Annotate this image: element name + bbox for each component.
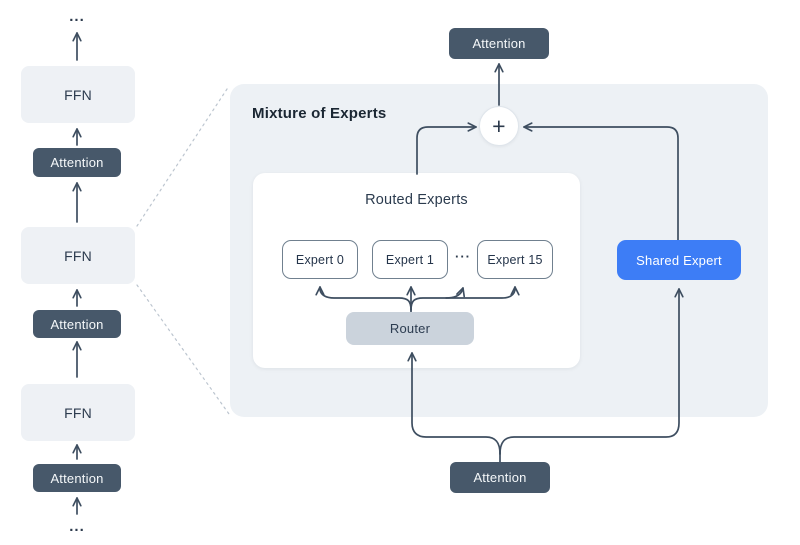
experts-ellipsis: ··· — [455, 249, 471, 264]
arrow-shared-to-plus — [523, 122, 679, 242]
stack-ellipsis-bottom: ... — [69, 518, 85, 535]
stack-ellipsis-top: ... — [69, 8, 85, 25]
attention-block-1: Attention — [33, 148, 121, 177]
dotted-expand-line-top — [136, 85, 230, 227]
arrow-router-to-expert15 — [410, 286, 520, 311]
router-box: Router — [346, 312, 474, 345]
routed-experts-title: Routed Experts — [365, 192, 468, 208]
shared-expert-box: Shared Expert — [617, 240, 741, 280]
sum-node: + — [479, 106, 519, 146]
ffn-block-1: FFN — [21, 66, 135, 123]
expert-0-box: Expert 0 — [282, 240, 358, 279]
ffn-block-3: FFN — [21, 384, 135, 441]
expert-1-box: Expert 1 — [372, 240, 448, 279]
ffn-block-2: FFN — [21, 227, 135, 284]
attention-output-box: Attention — [449, 28, 549, 59]
arrow-routed-to-plus — [416, 122, 477, 175]
dotted-expand-line-bottom — [136, 284, 230, 415]
attention-block-3: Attention — [33, 464, 121, 492]
arrow-attention-to-router — [407, 352, 501, 455]
moe-panel-title: Mixture of Experts — [252, 105, 387, 122]
arrow-router-to-ellipsis-experts — [445, 287, 466, 299]
attention-block-2: Attention — [33, 310, 121, 338]
expert-15-box: Expert 15 — [477, 240, 553, 279]
attention-input-box: Attention — [450, 462, 550, 493]
arrow-router-to-expert0 — [315, 286, 412, 311]
arrow-attention-to-shared — [499, 288, 684, 455]
